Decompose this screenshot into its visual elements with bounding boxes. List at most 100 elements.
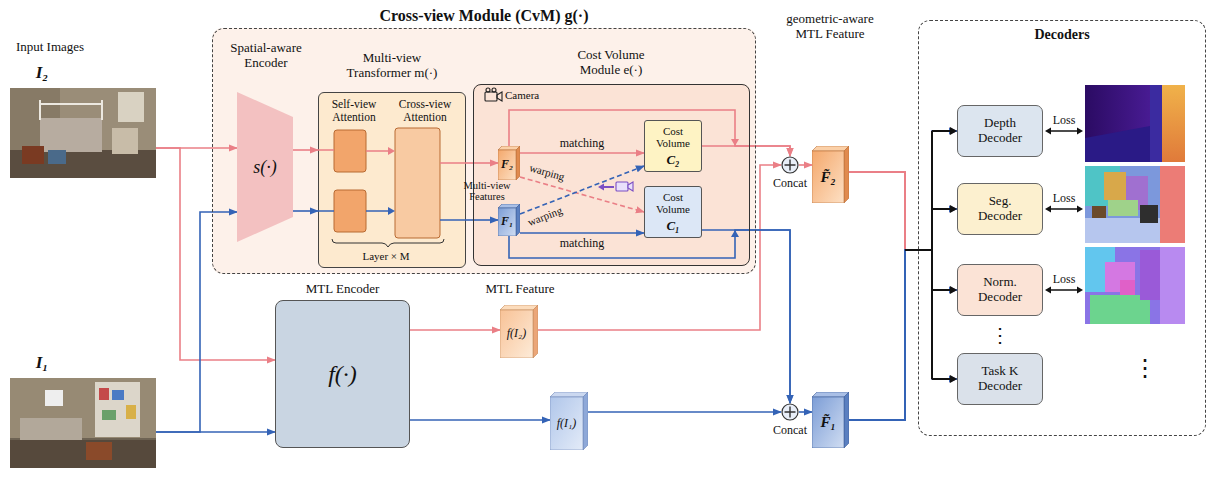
loss-arrows xyxy=(1050,131,1078,290)
node-text: Concat xyxy=(768,176,812,191)
connector xyxy=(538,165,781,330)
rect-part xyxy=(10,378,156,468)
polygon-part xyxy=(844,392,849,448)
rect-part xyxy=(1150,85,1162,162)
node-text: Cost Volume xyxy=(646,123,700,151)
connector xyxy=(520,232,644,234)
node-text: Norm. Decoder xyxy=(968,268,1032,312)
polygon-part xyxy=(497,92,502,101)
feature-slab: MTL Feature f(I₂) xyxy=(478,280,562,360)
rect-part xyxy=(40,118,102,152)
node-text: Seg. Decoder xyxy=(968,187,1032,231)
fused-feature: F̃₁ xyxy=(812,392,849,448)
rect-part xyxy=(1085,166,1120,206)
loss-heads xyxy=(1045,128,1083,294)
line-part xyxy=(1050,130,1078,132)
concat-op: Concat xyxy=(768,154,812,192)
node-text: MTL Encoder xyxy=(270,280,415,298)
rect-part xyxy=(99,388,109,400)
path-part xyxy=(785,160,796,171)
label-text: ⋮ xyxy=(985,320,1015,350)
rect-part xyxy=(48,150,66,164)
rect-part xyxy=(812,151,844,203)
img-shape xyxy=(10,378,156,468)
rect-part xyxy=(1126,176,1148,210)
connector xyxy=(702,230,790,403)
node-text: F₂ xyxy=(498,150,516,180)
rect-part xyxy=(1160,247,1185,324)
polygon-part xyxy=(237,92,293,242)
node-text: f(·) xyxy=(275,300,410,448)
circle-shape xyxy=(781,156,799,174)
encoder-trapezoid: Spatial-aware Encoders(·) xyxy=(222,38,310,242)
input-photo xyxy=(10,88,156,178)
node-text: Spatial-aware Encoder xyxy=(222,38,310,74)
polygon-part xyxy=(1045,206,1051,213)
connector xyxy=(799,411,812,413)
polygon-part xyxy=(598,184,604,191)
rect-part xyxy=(102,410,116,420)
rect-part xyxy=(1140,205,1158,223)
decoder-box: Norm. Decoder xyxy=(957,264,1043,316)
node-text: MTL Feature xyxy=(478,280,562,298)
rect-part xyxy=(60,88,156,150)
rect-part xyxy=(334,190,366,232)
node-text: C₁ xyxy=(646,217,700,235)
rect-part xyxy=(1092,206,1106,218)
module-fill xyxy=(212,28,756,274)
connector xyxy=(466,219,498,221)
rect-part xyxy=(22,146,44,164)
connector xyxy=(410,419,550,421)
decoder-branches xyxy=(905,131,951,379)
connector xyxy=(520,152,644,154)
connector xyxy=(849,250,957,420)
node-text: Task K Decoder xyxy=(968,357,1032,401)
rect-part xyxy=(10,150,156,178)
rect-part xyxy=(498,208,516,236)
rect-part xyxy=(1085,85,1185,162)
connector xyxy=(588,411,781,413)
rect-part xyxy=(10,378,156,438)
input-image: I₁ xyxy=(8,348,158,472)
rect-part xyxy=(1105,262,1135,292)
node-text: Self-view Attention xyxy=(322,96,386,126)
connector xyxy=(293,210,318,212)
path-part xyxy=(332,239,444,247)
polygon-part xyxy=(1077,206,1083,213)
rect-part xyxy=(1090,295,1150,324)
node-text: f(I₂) xyxy=(500,310,533,358)
connector xyxy=(849,131,957,250)
merge-head xyxy=(731,230,739,237)
connector xyxy=(849,172,957,250)
node-text: Cost Volume Module e(·) xyxy=(566,44,656,82)
branch-heads xyxy=(950,127,957,383)
rect-part xyxy=(500,310,533,358)
polygon-part xyxy=(1045,287,1051,294)
rect-part xyxy=(616,182,628,191)
decoder-box: Depth Decoder xyxy=(957,105,1043,157)
cost-module-fill xyxy=(473,84,750,266)
label-text: Input Images xyxy=(0,38,100,56)
rect-part xyxy=(1140,250,1160,300)
rect-part xyxy=(1085,218,1160,243)
concat-symbol xyxy=(781,156,799,174)
polygon-part xyxy=(550,392,588,397)
cost-volume-box: Cost VolumeC₁ xyxy=(644,186,702,238)
path-part xyxy=(40,100,102,120)
connector xyxy=(849,172,957,379)
edge-label: warping xyxy=(525,160,569,184)
cost-volume-module: Cost Volume Module e(·)F₂F₁Cost VolumeC₂… xyxy=(473,44,750,266)
rect-part xyxy=(118,92,144,122)
connector xyxy=(466,162,498,164)
polygon-part xyxy=(1045,128,1051,135)
rect-part xyxy=(126,405,136,419)
rect-part xyxy=(112,128,138,154)
edge-label: warping xyxy=(523,202,567,229)
label-text: Loss xyxy=(1046,114,1082,128)
encoder-box: MTL Encoder f(·) xyxy=(270,280,415,448)
concat-op: Concat xyxy=(768,401,812,439)
rect-part xyxy=(395,128,440,238)
rect-part xyxy=(95,382,140,437)
node-text: Depth Decoder xyxy=(968,109,1032,153)
